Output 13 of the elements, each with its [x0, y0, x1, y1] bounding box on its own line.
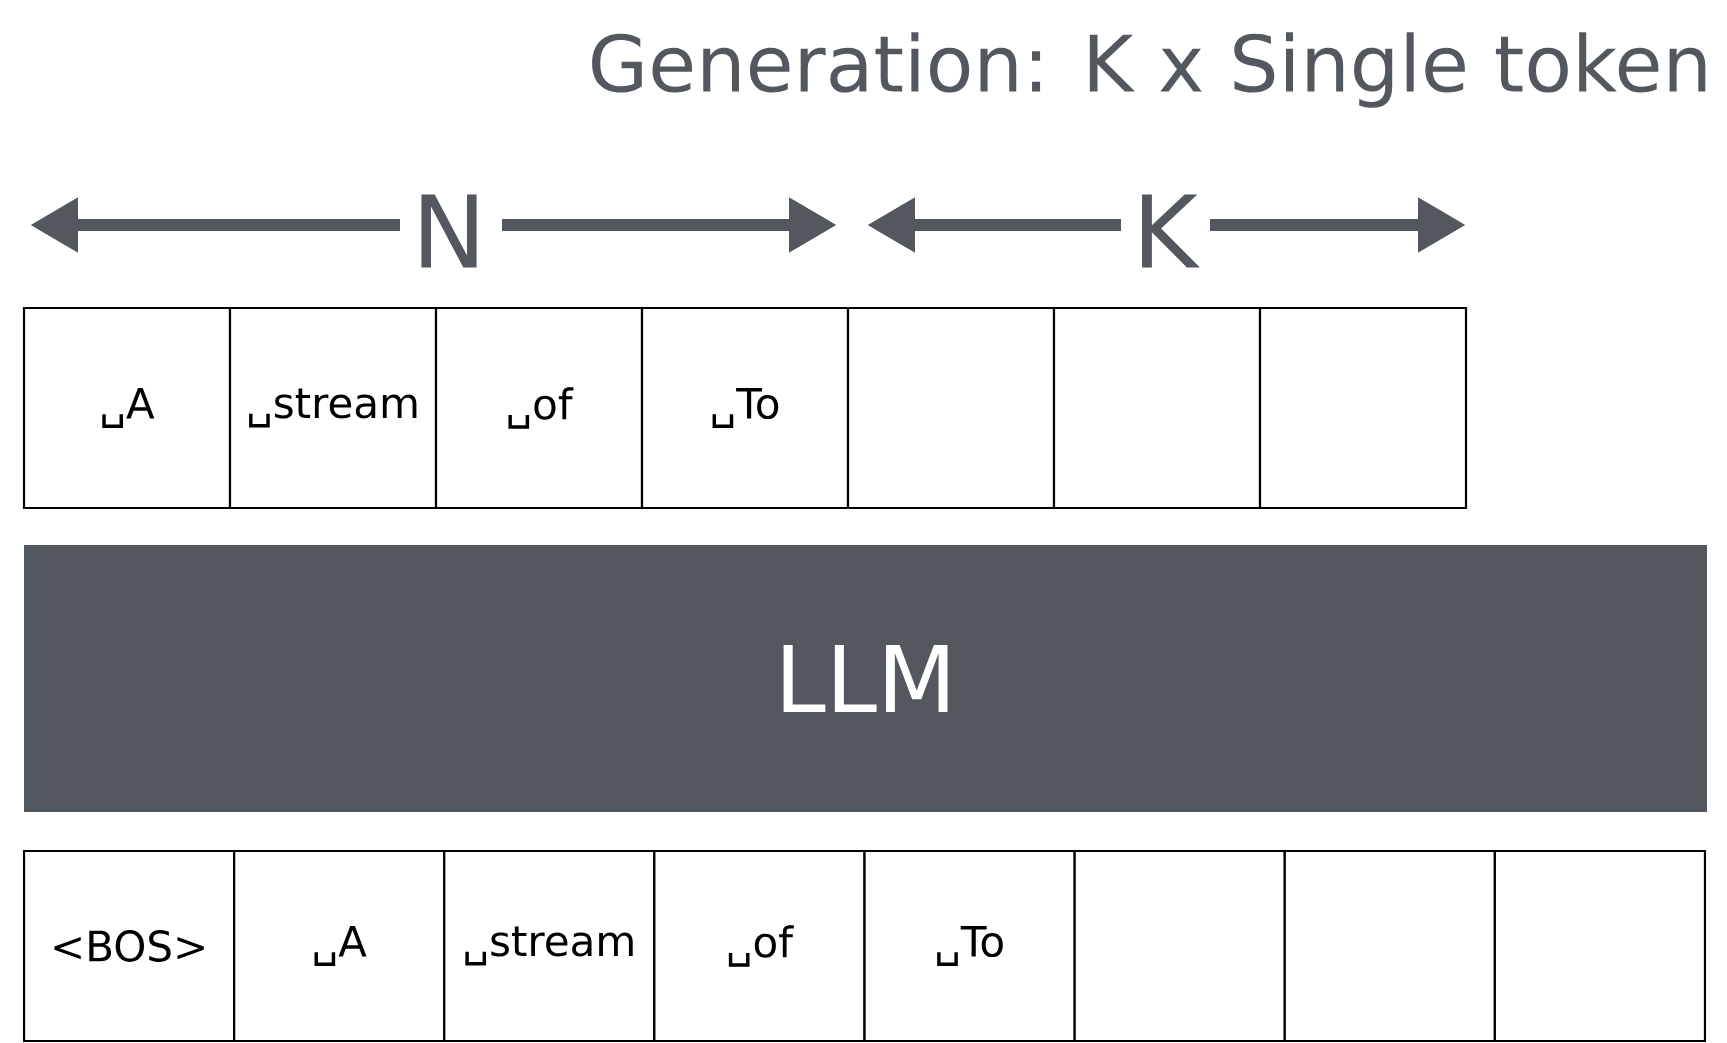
token-cell: ␣A — [22, 306, 232, 510]
token-cell: <BOS> — [22, 849, 236, 1043]
token-cell: ␣To — [863, 849, 1076, 1043]
model-block: LLM — [24, 545, 1707, 812]
token-cell: ␣of — [434, 306, 644, 510]
token-cell: ␣stream — [228, 306, 438, 510]
token-cell: ␣A — [233, 849, 446, 1043]
token-cell: ␣of — [653, 849, 866, 1043]
dimension-label: N — [421, 194, 477, 268]
token-cell: ␣stream — [443, 849, 656, 1043]
token-cell: ␣To — [640, 306, 850, 510]
dimension-label: K — [1142, 194, 1200, 268]
title: Generation: K x Single token — [592, 32, 1706, 108]
